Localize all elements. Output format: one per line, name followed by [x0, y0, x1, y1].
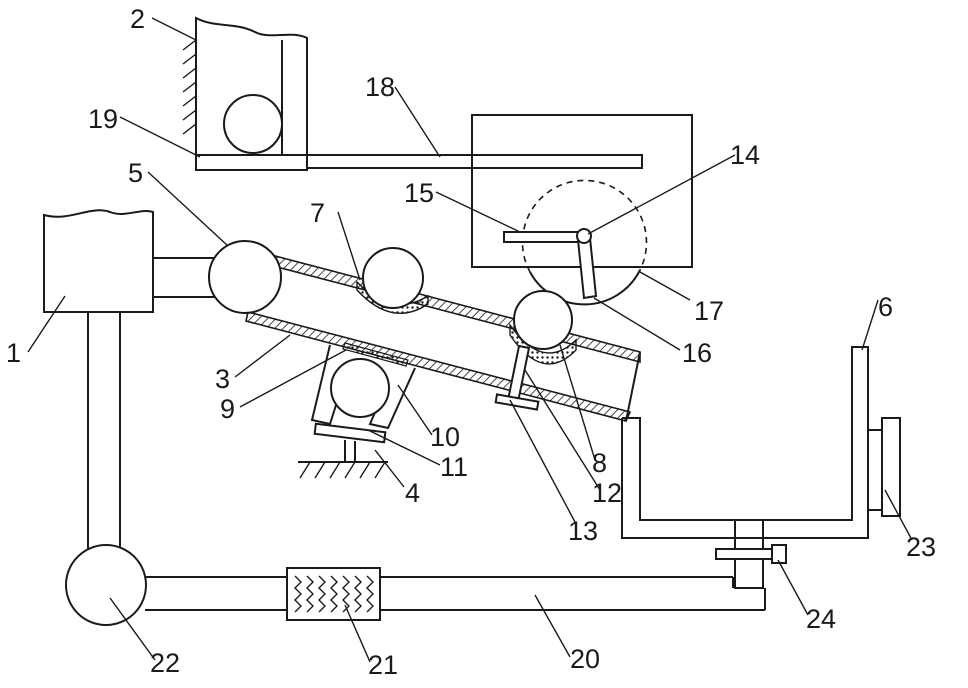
label-8: 8: [592, 448, 607, 478]
label-9: 9: [220, 394, 235, 424]
label-17: 17: [694, 296, 724, 326]
return-pipe-20: [145, 577, 765, 610]
label-3: 3: [215, 364, 230, 394]
label-4: 4: [405, 478, 420, 508]
label-10: 10: [430, 422, 460, 452]
slide-rod-18: [307, 155, 642, 168]
label-21: 21: [368, 650, 398, 680]
label-19: 19: [88, 104, 118, 134]
connecting-rod-16: [578, 238, 596, 298]
label-6: 6: [878, 292, 893, 322]
label-11: 11: [440, 452, 468, 482]
label-13: 13: [568, 516, 598, 546]
ball-feeder-2: [183, 18, 307, 160]
pivot-14: [577, 229, 591, 243]
label-23: 23: [906, 532, 936, 562]
label-5: 5: [128, 158, 143, 188]
label-15: 15: [404, 178, 434, 208]
roller-5: [209, 241, 281, 313]
plate-19: [196, 155, 307, 170]
ball-seat-7: [357, 248, 428, 313]
filter-21: [287, 568, 380, 620]
crank-arm-15: [504, 232, 586, 242]
motor-housing: [472, 115, 692, 304]
label-1: 1: [6, 338, 21, 368]
label-24: 24: [806, 604, 836, 634]
hopper-1: [44, 210, 215, 555]
pump-22: [66, 545, 146, 625]
label-22: 22: [150, 648, 180, 678]
label-14: 14: [730, 140, 760, 170]
leader-lines: [28, 18, 912, 662]
mount-23: [868, 430, 882, 510]
support-4: [298, 424, 388, 478]
tank-6: [622, 347, 900, 538]
label-7: 7: [310, 198, 325, 228]
label-16: 16: [682, 338, 712, 368]
label-2: 2: [130, 4, 145, 34]
label-12: 12: [592, 478, 622, 508]
label-20: 20: [570, 644, 600, 674]
label-18: 18: [365, 72, 395, 102]
